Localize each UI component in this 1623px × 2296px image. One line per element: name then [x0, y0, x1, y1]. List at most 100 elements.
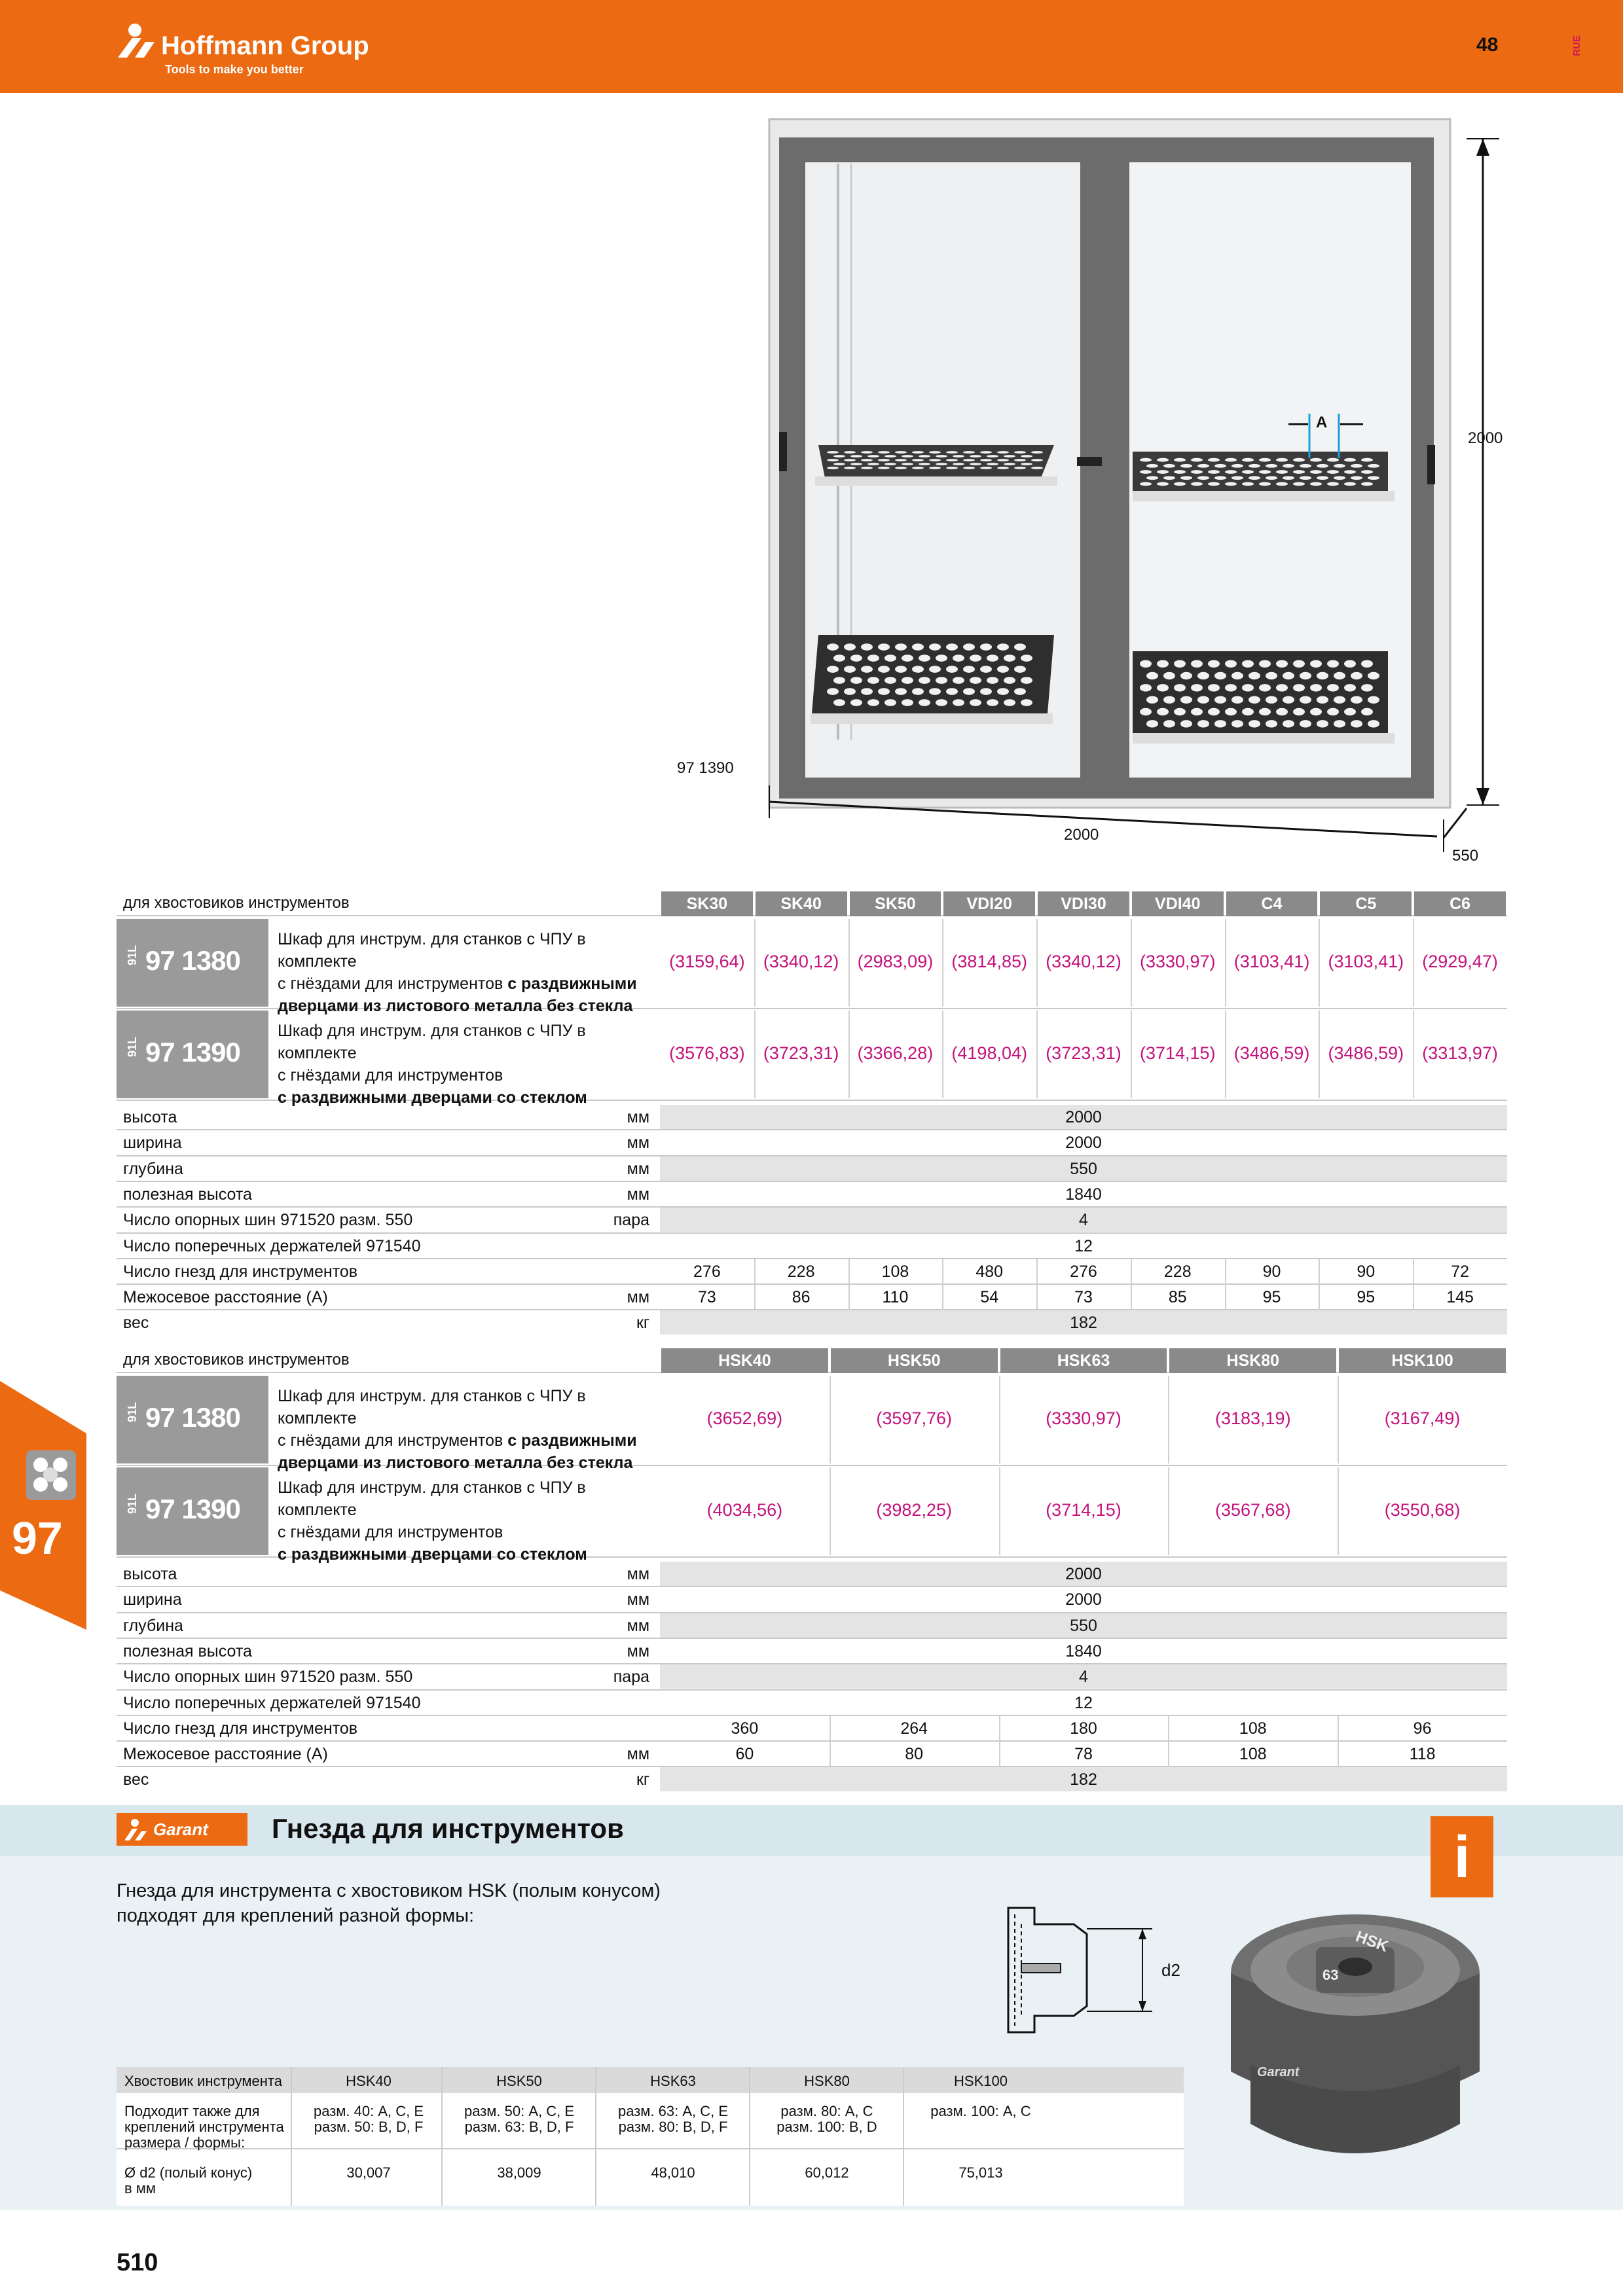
tool-holder-icon — [26, 1450, 76, 1500]
shelf-hole — [1140, 457, 1152, 462]
pitch-value: 118 — [1409, 1745, 1436, 1764]
chapter-tab-shape — [0, 1381, 86, 1630]
tool-count-value: 276 — [1070, 1262, 1097, 1281]
spec-label: полезная высота — [123, 1641, 252, 1660]
count-row-rule — [117, 1740, 1507, 1742]
shelf-hole — [980, 467, 992, 469]
section-title: Гнезда для инструментов — [272, 1813, 624, 1844]
holder-photo-render — [1231, 1914, 1480, 2153]
shelf-hole — [997, 451, 1009, 454]
shelf-hole — [1351, 476, 1362, 480]
column-rule — [1130, 1011, 1132, 1098]
shelf-hole — [1231, 696, 1243, 704]
description-line-3: с раздвижными дверцами со стеклом — [278, 1545, 587, 1564]
shelf-hole — [1197, 476, 1209, 480]
shelf-hole — [1174, 684, 1186, 692]
shelf-hole — [963, 467, 975, 469]
shelf-hole — [1174, 470, 1186, 474]
column-header-c5: C5 — [1320, 891, 1412, 916]
shelf-hole — [997, 467, 1009, 469]
shelf-hole — [827, 459, 839, 461]
shelf-hole — [1021, 699, 1032, 706]
shelf-hole — [1214, 463, 1226, 468]
shank-label: для хвостовиков инструментов — [123, 1351, 350, 1369]
tool-count-value: 228 — [787, 1262, 815, 1281]
column-header-c4: C4 — [1226, 891, 1318, 916]
fits-value-line-2: разм. 50: B, D, F — [314, 2119, 424, 2135]
shelf-hole — [946, 467, 958, 469]
pitch-value: 110 — [882, 1288, 909, 1307]
shelf-hole — [833, 677, 845, 684]
shelf-hole — [1334, 463, 1345, 468]
price-cell: (3167,49) — [1384, 1408, 1461, 1428]
spec-value: 550 — [1070, 1159, 1097, 1178]
product-row-rule — [117, 1556, 1507, 1558]
shelf-hole — [895, 643, 907, 651]
description-line-3: дверцами из листового металла без стекла — [278, 997, 633, 1015]
spec-row-rule — [117, 1206, 1507, 1208]
shelf-hole — [1208, 482, 1220, 486]
shelf-hole — [987, 463, 998, 465]
shelf-hole — [878, 643, 890, 651]
shelf-hole — [953, 655, 964, 662]
shelf-hole — [902, 677, 913, 684]
shelf-hole — [1225, 708, 1237, 716]
pitch-label: Межосевое расстояние (A) — [123, 1288, 328, 1307]
holder-table-col-hsk100: HSK100 — [954, 2073, 1008, 2089]
shelf-hole — [844, 688, 856, 695]
price-cell: (3576,83) — [669, 1043, 745, 1063]
weight-unit: кг — [636, 1314, 649, 1333]
shelf-hole — [844, 666, 856, 673]
spec-row-rule — [117, 1155, 1507, 1157]
dim-height-label: 2000 — [1468, 429, 1503, 447]
column-rule — [1224, 1259, 1226, 1311]
dim-width-label: 2000 — [1064, 826, 1099, 844]
spec-unit: мм — [627, 1134, 649, 1153]
column-header-hsk63: HSK63 — [1000, 1348, 1167, 1373]
shelf-hole — [1014, 666, 1026, 673]
spec-row-rule — [117, 1689, 1507, 1691]
spec-label: ширина — [123, 1134, 182, 1153]
pitch-unit: мм — [627, 1288, 649, 1307]
shelf-hole — [1197, 463, 1209, 468]
spec-unit: мм — [627, 1565, 649, 1583]
shelf-hole — [850, 463, 862, 465]
spec-row-rule — [117, 1637, 1507, 1639]
shelf-hole — [963, 459, 975, 461]
price-cell: (3159,64) — [669, 952, 745, 971]
column-rule — [1036, 1259, 1038, 1311]
spec-value: 2000 — [1065, 1590, 1102, 1609]
shelf-hole — [1259, 660, 1271, 668]
holder-table-col-rule — [291, 2067, 292, 2206]
shelf-hole — [902, 655, 913, 662]
column-rule — [942, 1011, 944, 1098]
column-header-hsk40: HSK40 — [661, 1348, 828, 1373]
shelf-hole — [1310, 660, 1322, 668]
shelf-hole — [861, 666, 873, 673]
shelf-hole — [1214, 696, 1226, 704]
shelf-hole — [946, 666, 958, 673]
shelf-hole — [1021, 463, 1032, 465]
shelf-hole — [1021, 677, 1032, 684]
garant-brand-name: Garant — [153, 1820, 208, 1839]
shelf-hole — [912, 467, 924, 469]
shelf-hole — [997, 459, 1009, 461]
d2-value: 48,010 — [651, 2164, 695, 2181]
shelf-hole — [1249, 476, 1260, 480]
shelf-hole — [1146, 720, 1158, 728]
price-cell: (3723,31) — [1046, 1043, 1122, 1063]
product-row-rule — [117, 1100, 1507, 1101]
description-line-3: дверцами из листового металла без стекла — [278, 1454, 633, 1472]
shelf-hole — [987, 699, 998, 706]
shelf-hole — [997, 666, 1009, 673]
price-cell: (3330,97) — [1046, 1408, 1122, 1428]
page-header — [0, 0, 1623, 93]
shelf-hole — [1361, 684, 1373, 692]
column-rule — [754, 919, 756, 1007]
column-header-sk40: SK40 — [755, 891, 847, 916]
pitch-row-rule — [117, 1766, 1507, 1768]
shelf-hole — [1242, 708, 1254, 716]
fits-value-line-2: разм. 100: B, D — [776, 2119, 877, 2135]
shelf-hole — [1327, 684, 1339, 692]
hoffmann-logo-icon — [118, 24, 155, 58]
